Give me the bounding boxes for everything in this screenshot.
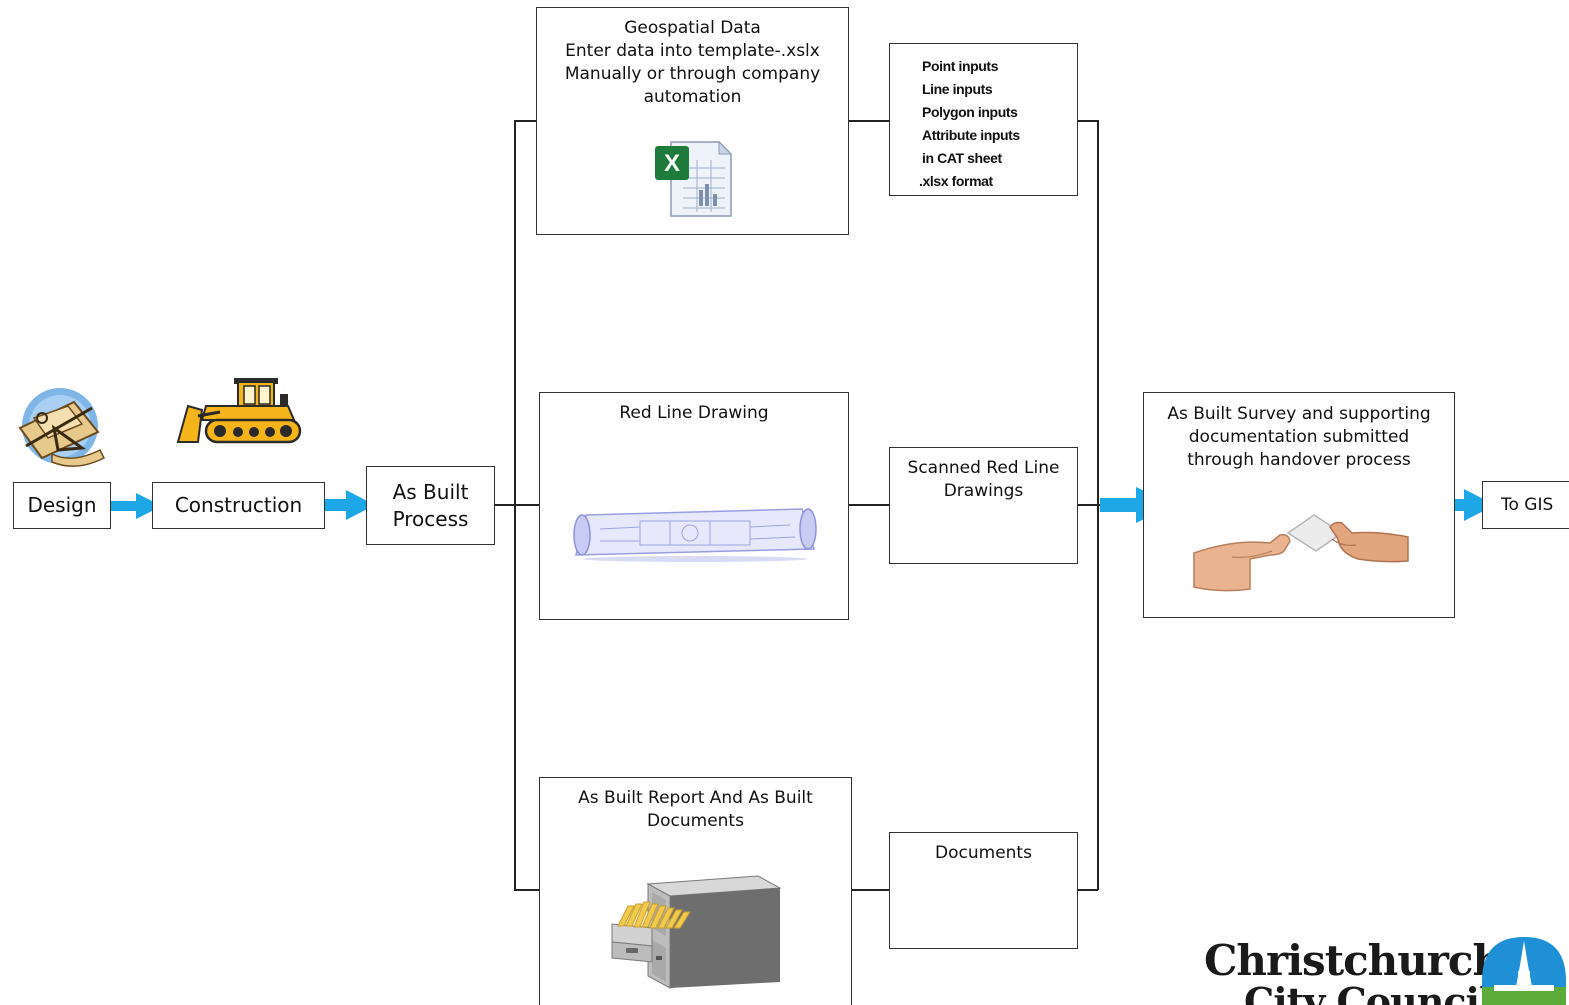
right-bus-line: [1097, 120, 1099, 890]
construction-box: Construction: [152, 482, 325, 529]
connector-bus-to-geospatial: [514, 120, 537, 122]
rolled-blueprint-icon: [573, 508, 817, 562]
logo-wordmark-line2: City Council: [1244, 979, 1493, 1005]
arrow-design-to-construction: [104, 493, 162, 519]
inputs-list-item: Line inputs: [922, 81, 993, 97]
blueprint-drafting-icon: [18, 388, 106, 467]
survey-title-line2: documentation submitted: [1188, 427, 1410, 447]
scanned-red-line-drawings-title: Scanned Red Line Drawings: [890, 457, 1077, 503]
as-built-survey-panel: As Built Survey and supporting documenta…: [1143, 392, 1455, 618]
arrow-head: [346, 490, 375, 520]
as-built-process-box: As Built Process: [366, 466, 495, 545]
arrow-head: [1464, 489, 1495, 521]
design-box: Design: [13, 482, 111, 529]
inputs-list: Point inputs Line inputs Polygon inputs …: [919, 55, 1020, 193]
excel-spreadsheet-icon: X: [655, 140, 733, 217]
inputs-list-box: Point inputs Line inputs Polygon inputs …: [889, 43, 1078, 196]
logo-wordmark-line1: Christchurch: [1204, 936, 1503, 985]
survey-title-line1: As Built Survey and supporting: [1167, 404, 1431, 424]
documents-box: Documents: [889, 832, 1078, 949]
report-title-line1: As Built Report And As Built: [578, 788, 813, 808]
to-gis-label: To GIS: [1501, 494, 1554, 515]
svg-text:X: X: [664, 150, 680, 177]
connector-documents-to-bus: [1077, 889, 1098, 891]
report-title-line2: Documents: [647, 811, 744, 831]
documents-title: Documents: [935, 843, 1032, 863]
geospatial-title-line4: automation: [643, 87, 742, 107]
survey-title-line3: through handover process: [1187, 450, 1411, 470]
to-gis-box: To GIS: [1482, 481, 1569, 529]
as-built-survey-title: As Built Survey and supporting documenta…: [1144, 403, 1454, 472]
arrow-shaft: [318, 499, 348, 511]
geospatial-title-line2: Enter data into template-.xslx: [565, 41, 820, 61]
connector-process-to-bus: [494, 504, 540, 506]
inputs-list-item: Point inputs: [922, 58, 999, 74]
connector-report-to-documents: [851, 889, 890, 891]
arrow-construction-to-process: [318, 490, 375, 520]
red-line-drawing-panel: Red Line Drawing: [539, 392, 849, 620]
construction-label: Construction: [174, 493, 303, 517]
connector-redline-to-scanned: [848, 504, 890, 506]
arrow-shaft: [104, 501, 138, 511]
filing-cabinet-icon: [611, 875, 782, 989]
geospatial-panel-title: Geospatial Data Enter data into template…: [537, 17, 848, 109]
inputs-list-item: Attribute inputs: [922, 127, 1020, 143]
handover-card-hands-icon: [1193, 514, 1409, 592]
geospatial-title-line3: Manually or through company: [564, 64, 821, 84]
connector-scanned-to-bus: [1077, 504, 1102, 506]
red-line-drawing-title: Red Line Drawing: [619, 403, 769, 423]
connector-bus-to-report: [514, 889, 540, 891]
as-built-report-panel: As Built Report And As Built Documents: [539, 777, 852, 1005]
as-built-process-label-line1: As Built: [392, 479, 469, 504]
scanned-title-line2: Drawings: [943, 481, 1024, 501]
left-bus-line: [514, 120, 516, 890]
inputs-list-item: in CAT sheet: [922, 150, 1002, 166]
inputs-list-item: .xlsx format: [919, 173, 993, 189]
scanned-red-line-drawings-box: Scanned Red Line Drawings: [889, 447, 1078, 564]
scanned-title-line1: Scanned Red Line: [907, 458, 1060, 478]
as-built-process-label-line2: Process: [392, 506, 469, 531]
bulldozer-icon: [176, 378, 302, 444]
inputs-list-item: Polygon inputs: [922, 104, 1018, 120]
connector-geospatial-to-inputs: [848, 120, 890, 122]
as-built-report-title: As Built Report And As Built Documents: [540, 787, 851, 833]
christchurch-cathedral-logo-icon: [1482, 937, 1566, 1005]
geospatial-title-line1: Geospatial Data: [624, 18, 761, 38]
design-label: Design: [27, 493, 97, 517]
arrow-head: [136, 493, 162, 519]
geospatial-data-panel: Geospatial Data Enter data into template…: [536, 7, 849, 235]
connector-inputs-to-bus: [1077, 120, 1098, 122]
arrow-shaft: [1100, 498, 1138, 512]
